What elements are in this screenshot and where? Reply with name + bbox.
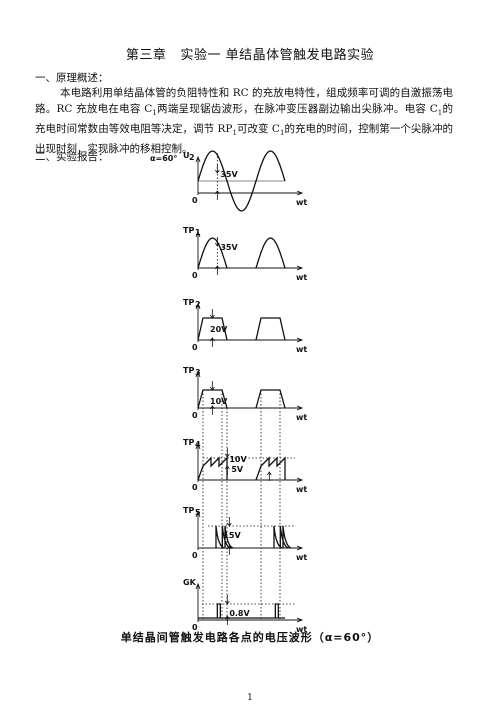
tp2-x-arrow [296,337,304,343]
tp3-time-label: wt [296,413,307,422]
tp1-time-label: wt [296,273,307,282]
tp2-y-arrow [195,302,201,310]
tp5-x-arrow [296,545,304,551]
gk-y-arrow [195,582,201,590]
u2-origin-label: 0 [192,196,198,205]
tp3-trapezoid-2 [255,389,286,409]
tp1-x-arrow [296,265,304,271]
tp2-origin-label: 0 [192,343,198,352]
u2-arrow-up-head [215,190,220,195]
tp4-value-label: 10V [229,455,247,464]
tp3-y-arrow [195,370,201,378]
tp1-value-label: 35V [220,243,238,252]
gk-origin-label: 0 [192,623,198,632]
tp4-label: TP [183,438,194,447]
section-report-heading: 二、实验报告： [35,151,109,163]
tp1-arrow-down-head [215,242,220,247]
tp5-value-label: 15V [223,531,241,540]
tp3-origin-label: 0 [192,411,198,420]
tp4-time-label: wt [296,485,307,494]
u2-label-sub: 2 [189,153,195,162]
page-title: 第三章实验一 单结晶体管触发电路实验 [0,44,500,63]
tp5-label: TP [183,506,194,515]
gk-arrow-down-head [225,600,230,605]
tp2-arrow-up-head [210,337,215,342]
tp3-arrow-up-head [210,405,215,410]
tp4-sawtooth-2 [255,456,286,481]
tp3-label-sub: 3 [195,368,201,377]
tp1-label: TP [183,226,194,235]
u2-value-label: 35V [220,170,238,179]
tp5-spike-train [215,525,292,549]
u2-y-arrow [195,155,201,163]
tp2-label: TP [183,298,194,307]
tp3-label: TP [183,366,194,375]
gk-time-label: wt [296,625,307,634]
page-number: 1 [247,693,253,703]
tp1-origin-label: 0 [192,271,198,280]
tp2-label-sub: 2 [195,300,201,309]
tp4-label-sub: 4 [195,440,201,449]
tp4-arrow-up-2-head [267,471,272,476]
tp3-arrow-down-head [210,386,215,391]
tp1-arrow-up-head [215,265,220,270]
tp4-value2-label: 5V [231,465,244,474]
tp5-time-label: wt [296,553,307,562]
tp5-arrow-up-head [227,545,232,550]
gk-pulse-1 [274,603,279,618]
tp2-value-label: 20V [210,325,228,334]
tp5-y-arrow [195,510,201,518]
u2-sine-wave [197,150,286,212]
gk-pulse-0 [216,603,221,618]
tp3-value-label: 10V [210,397,228,406]
tp1-y-arrow [195,230,201,238]
tp2-arrow-down-head [210,314,215,319]
u2-time-label: wt [296,198,307,207]
alpha-label: α=60° [150,154,177,163]
tp5-label-sub: 5 [195,508,201,517]
gk-x-arrow [296,617,304,623]
u2-label: U [183,151,190,160]
tp2-time-label: wt [296,345,307,354]
u2-x-arrow [296,190,304,196]
gk-value-label: 0.8V [229,609,250,618]
section-principle-heading: 一、原理概述： [35,72,109,84]
figure-caption: 单结晶间管触发电路各点的电压波形（α=60°） [120,631,380,644]
tp4-sawtooth-1 [197,456,228,481]
title-chapter: 第三章 [125,48,167,63]
tp4-arrow-up-head [225,465,230,470]
tp4-y-arrow [195,442,201,450]
title-main: 实验一 单结晶体管触发电路实验 [180,48,375,63]
tp5-origin-label: 0 [192,551,198,560]
tp4-x-arrow [296,477,304,483]
tp1-label-sub: 1 [195,228,201,237]
gk-label: GK [183,578,197,587]
tp4-arrow-down-head [225,453,230,458]
tp1-half-wave-2 [255,237,286,269]
u2-arrow-down-head [215,169,220,174]
gk-arrow-up-head [225,615,230,620]
tp2-trapezoid-2 [255,317,286,341]
tp1-half-wave-1 [197,237,228,269]
tp5-arrow-down-head [227,522,232,527]
tp3-x-arrow [296,405,304,411]
principle-paragraph: 本电路利用单结晶体管的负阻特性和 RC 的充放电特性，组成频率可调的自激振荡电路… [35,87,454,156]
tp4-origin-label: 0 [192,483,198,492]
